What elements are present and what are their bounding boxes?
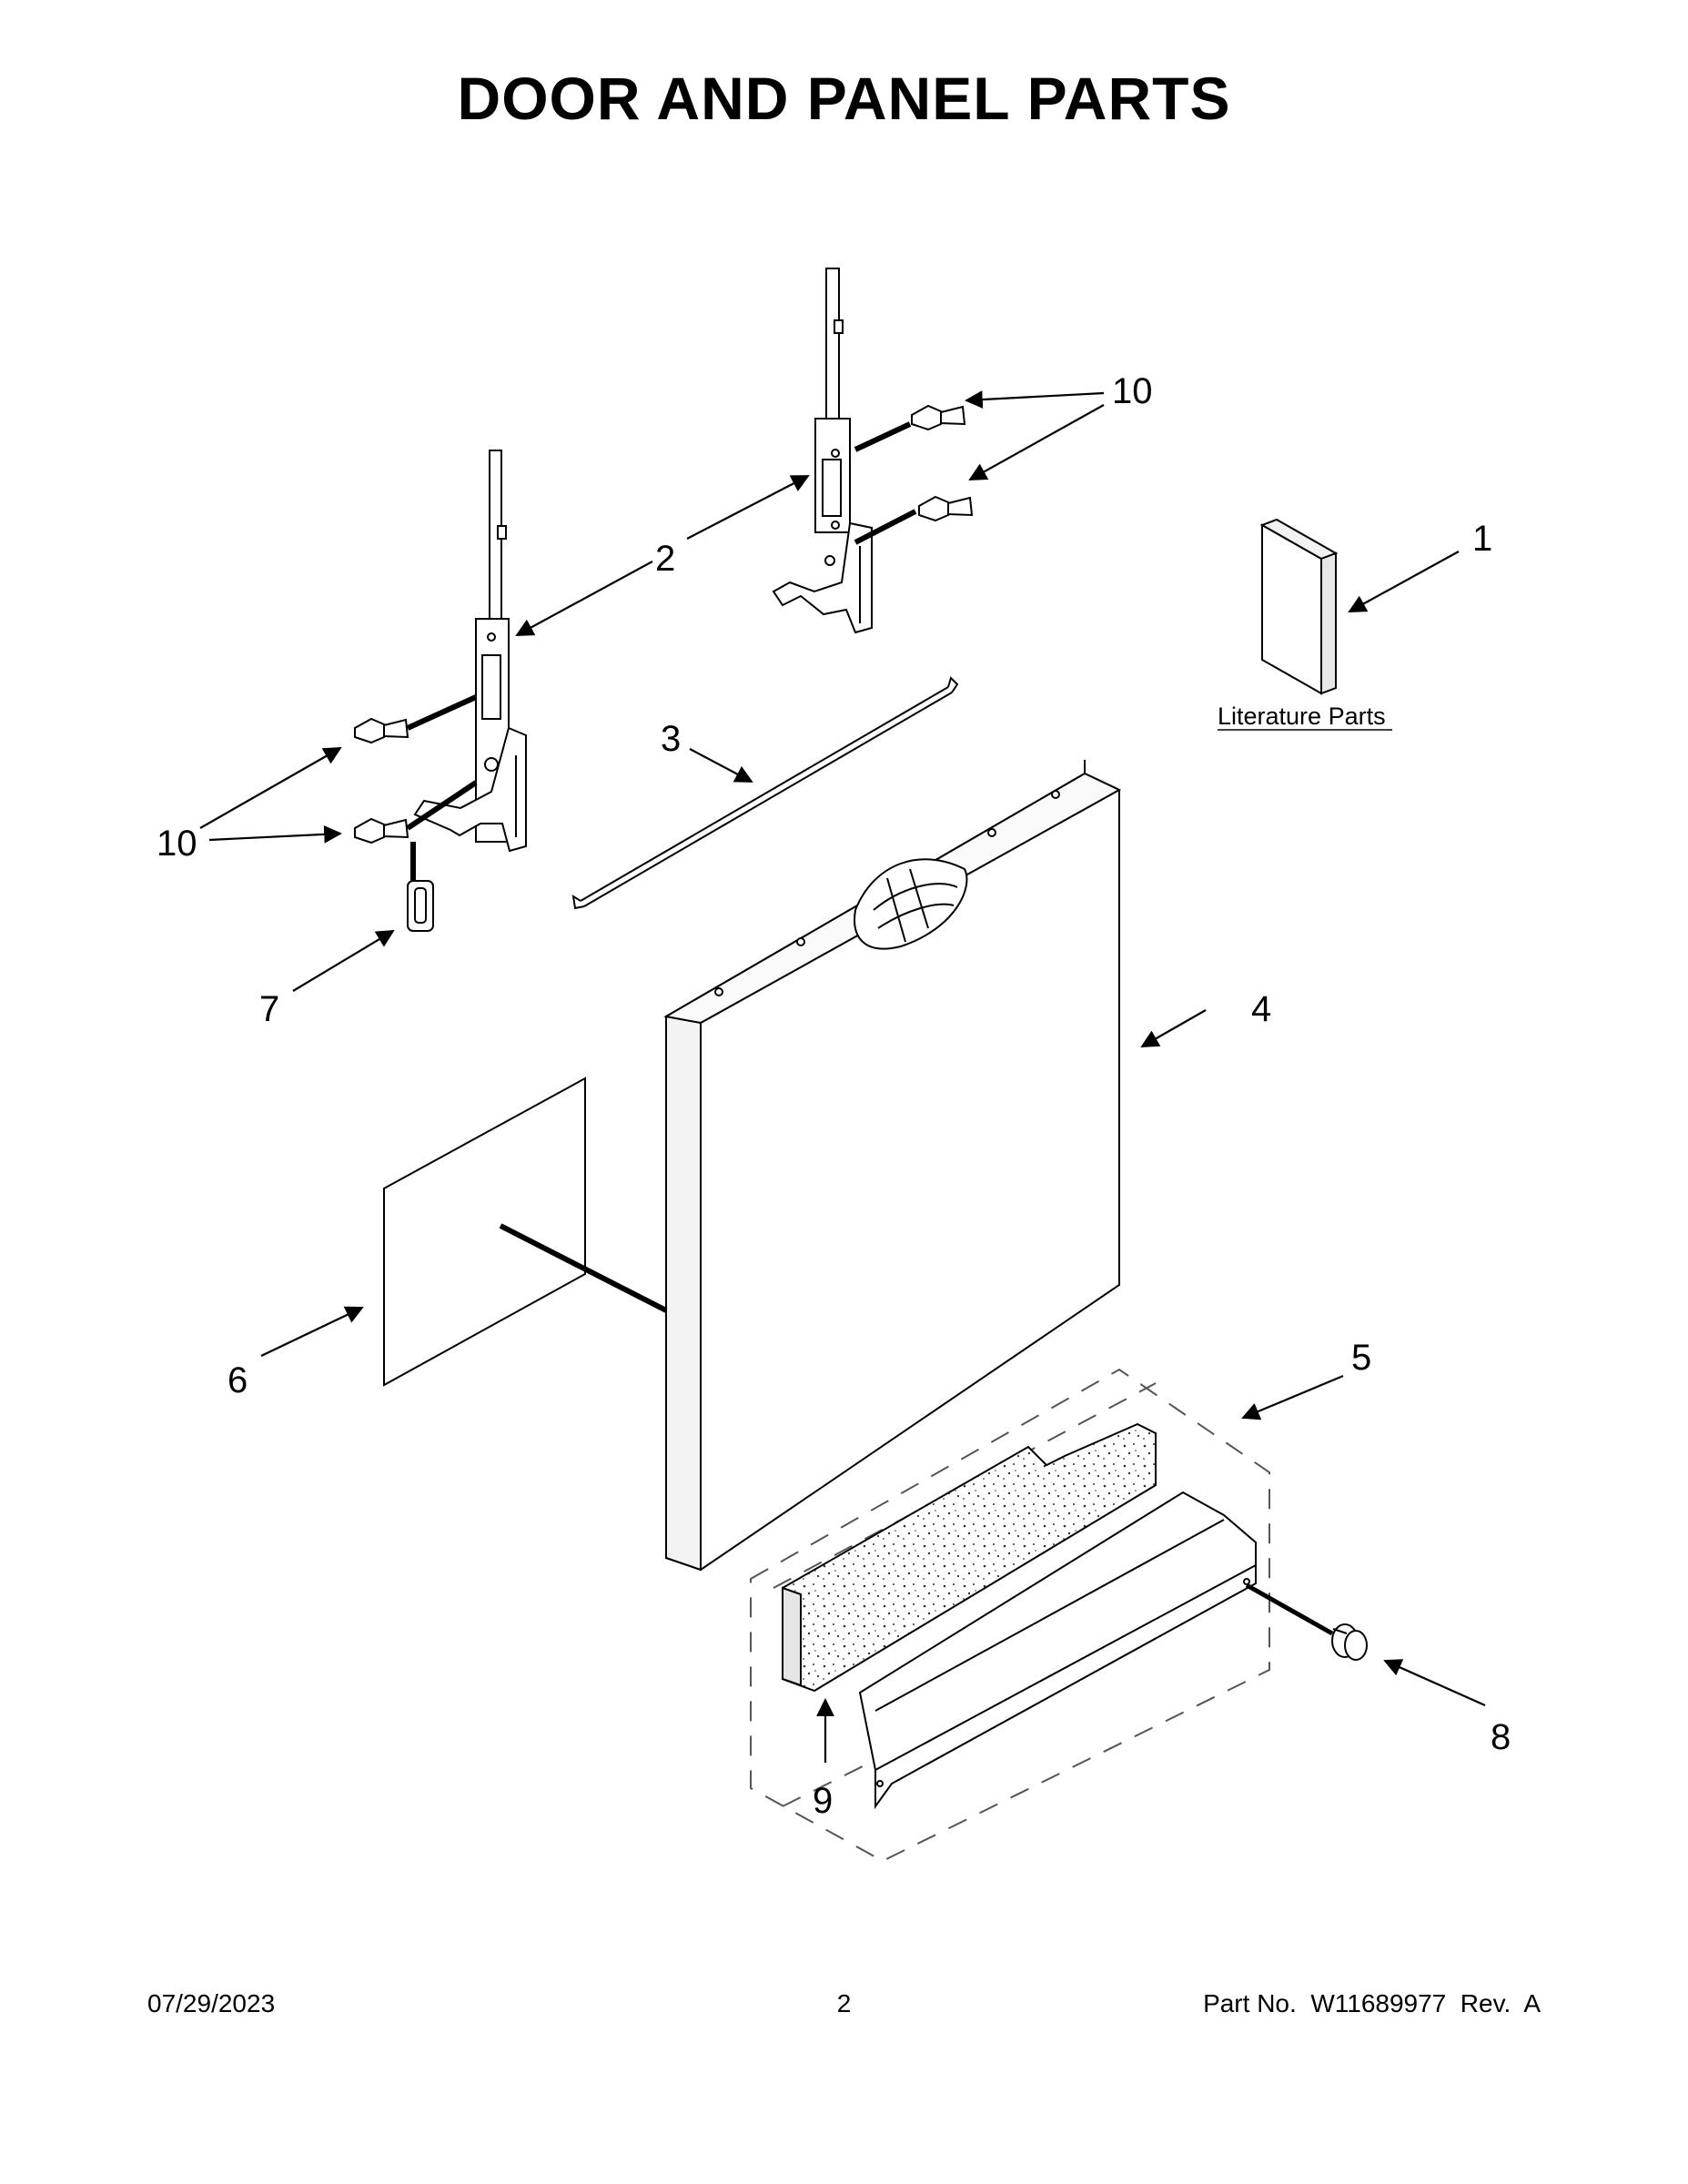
screw-axis-lines — [406, 421, 917, 883]
hinge-left — [415, 450, 526, 851]
callout-10-top: 10 — [1112, 371, 1153, 411]
footer-page-number: 2 — [836, 1989, 852, 2017]
toe-panel — [860, 1492, 1256, 1806]
toe-foam-insulation — [783, 1424, 1156, 1691]
callout-2: 2 — [655, 539, 675, 579]
outer-door-panel — [666, 760, 1119, 1570]
callout-9: 9 — [813, 1781, 833, 1821]
callout-5: 5 — [1351, 1338, 1371, 1378]
callout-10-left: 10 — [157, 824, 197, 864]
screw-axis-line-8 — [1245, 1582, 1334, 1636]
door-bumper — [408, 881, 433, 931]
callout-7: 7 — [259, 989, 279, 1029]
footer-part-number: Part No. W11689977 Rev. A — [1203, 1989, 1541, 2017]
callout-4: 4 — [1251, 989, 1271, 1029]
door-insulation-sheet — [384, 1078, 585, 1385]
page-title: DOOR AND PANEL PARTS — [457, 65, 1231, 132]
literature-parts-label: Literature Parts — [1218, 703, 1386, 730]
callout-6: 6 — [227, 1360, 248, 1400]
footer-date: 07/29/2023 — [147, 1989, 276, 2017]
callout-8: 8 — [1491, 1717, 1511, 1757]
hinge-screws — [355, 406, 972, 843]
callout-arrows — [199, 390, 1486, 1763]
callout-1: 1 — [1472, 519, 1492, 559]
literature-booklet — [1262, 520, 1336, 693]
door-rod — [573, 678, 957, 908]
insulation-axis-line — [499, 1223, 668, 1313]
hinge-right — [773, 268, 872, 632]
callout-3: 3 — [661, 719, 681, 759]
toe-panel-screw — [1332, 1624, 1367, 1660]
